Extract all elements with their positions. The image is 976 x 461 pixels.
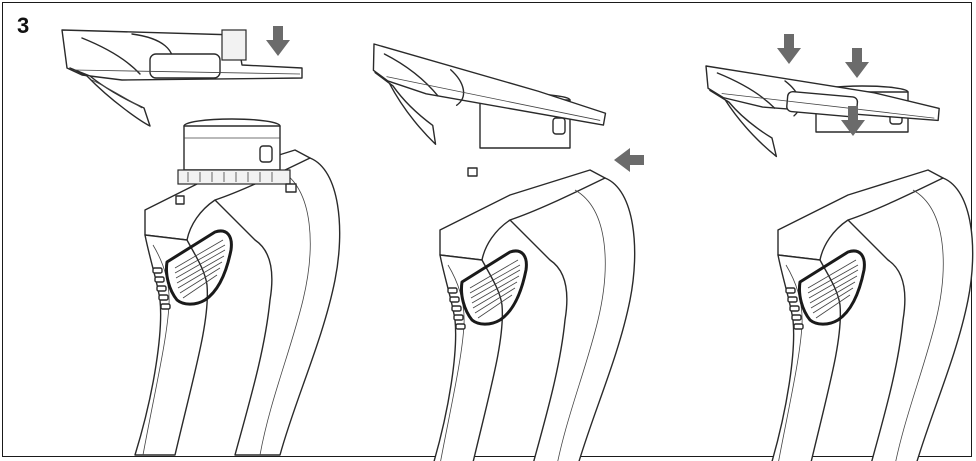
arrow-down-icon [845, 48, 869, 78]
panel-2 [372, 43, 644, 461]
mount-cylinder-1 [175, 118, 297, 205]
arrow-down-icon [777, 34, 801, 64]
top-plate-1 [61, 29, 303, 127]
panel-1 [61, 26, 342, 457]
panel-3 [705, 34, 975, 461]
handle-2 [428, 168, 637, 461]
handle-3 [766, 168, 975, 461]
arrow-down-icon [266, 26, 290, 56]
top-plate-3 [705, 65, 940, 158]
arrow-left-icon [614, 148, 644, 172]
top-plate-2 [372, 43, 607, 145]
step-number: 3 [17, 13, 30, 38]
handle-1 [133, 148, 342, 457]
